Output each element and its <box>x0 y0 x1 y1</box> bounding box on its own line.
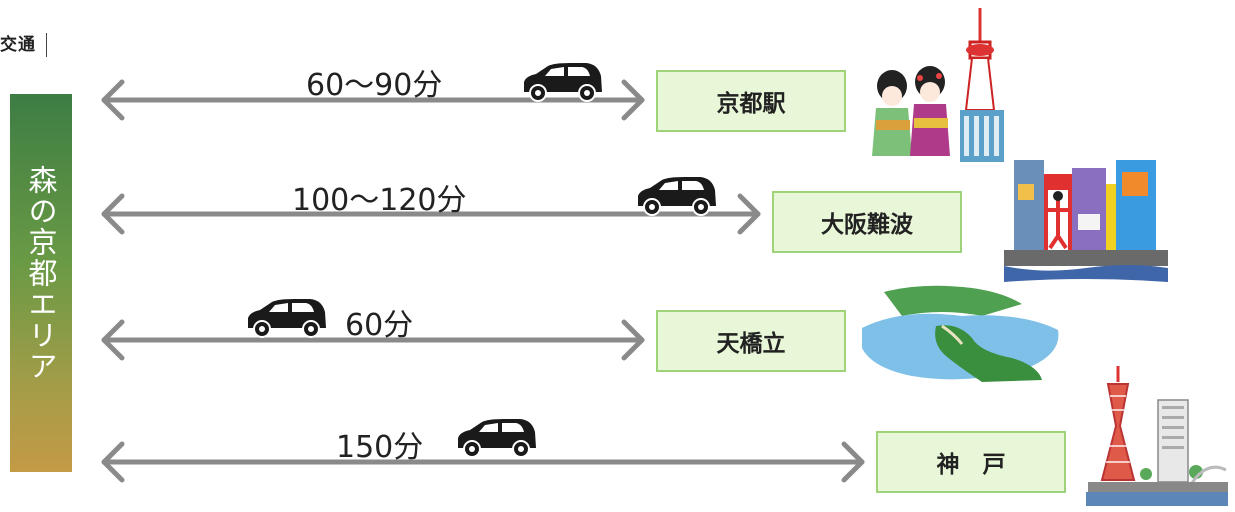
section-header-label: 交通 <box>0 30 47 57</box>
car-icon <box>458 419 536 458</box>
route-arrow-kyoto-station <box>101 79 645 121</box>
amanohashidate-illustration <box>862 285 1059 382</box>
origin-area-band <box>10 94 72 472</box>
destination-kyoto-station: 京都駅 <box>656 70 846 132</box>
car-icon <box>524 63 602 102</box>
route-time-amanohashidate: 60分 <box>345 308 414 343</box>
route-arrow-amanohashidate <box>101 319 645 361</box>
kobe-port-tower-illustration <box>1086 366 1228 506</box>
car-icon <box>248 299 326 338</box>
route-time-osaka-namba: 100〜120分 <box>292 183 467 218</box>
osaka-dotonbori-illustration <box>1004 160 1168 282</box>
destination-kobe: 神 戸 <box>876 431 1066 493</box>
route-time-kyoto-station: 60〜90分 <box>306 68 443 103</box>
car-icon <box>638 177 716 216</box>
destination-osaka-namba: 大阪難波 <box>772 191 962 253</box>
route-arrow-kobe <box>101 441 865 483</box>
route-time-kobe: 150分 <box>336 430 424 465</box>
kyoto-tower-maiko-illustration <box>872 8 1004 162</box>
origin-area-label: 森の京都エリア <box>24 165 58 382</box>
destination-amanohashidate: 天橋立 <box>656 310 846 372</box>
